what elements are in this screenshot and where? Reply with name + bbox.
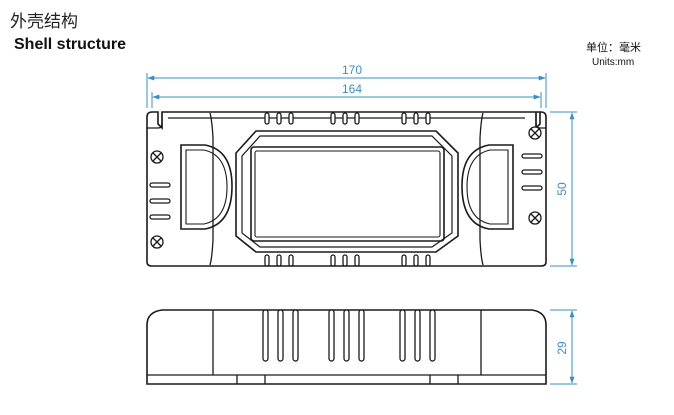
dimension-lines xyxy=(146,73,577,385)
top-view xyxy=(146,111,547,267)
units-label-english: Units:mm xyxy=(592,57,635,68)
side-view-vents xyxy=(262,309,436,362)
screw-icon xyxy=(150,150,164,164)
screws xyxy=(150,126,542,249)
left-end-panel xyxy=(209,112,214,266)
screw-icon xyxy=(150,235,164,249)
center-frame-inner xyxy=(241,135,453,248)
label-window xyxy=(250,146,445,242)
screw-icon xyxy=(528,126,542,140)
top-view-inner-outline xyxy=(161,112,537,128)
right-d-window-inner xyxy=(466,149,509,225)
dim-label-50: 50 xyxy=(555,182,569,196)
title-chinese: 外壳结构 xyxy=(10,12,78,32)
dim-label-164: 164 xyxy=(342,82,362,96)
left-d-window xyxy=(180,144,233,230)
left-d-window-inner xyxy=(185,149,228,225)
side-view-feet xyxy=(236,375,459,384)
units-label-chinese: 单位：毫米 xyxy=(586,41,641,54)
side-view xyxy=(146,309,547,385)
top-vents-lower xyxy=(264,254,431,267)
left-notch xyxy=(147,123,163,129)
side-slots xyxy=(149,153,543,220)
top-view-outline xyxy=(146,111,547,267)
dim-label-170: 170 xyxy=(342,63,362,77)
title-english: Shell structure xyxy=(14,36,127,53)
right-end-panel xyxy=(479,112,484,266)
screw-icon xyxy=(528,211,542,225)
top-vents-upper xyxy=(264,112,431,125)
center-frame-outer xyxy=(235,130,459,253)
dim-label-29: 29 xyxy=(555,341,569,355)
side-view-outline xyxy=(146,309,547,385)
right-d-window xyxy=(461,144,514,230)
label-window-inner xyxy=(254,150,441,238)
